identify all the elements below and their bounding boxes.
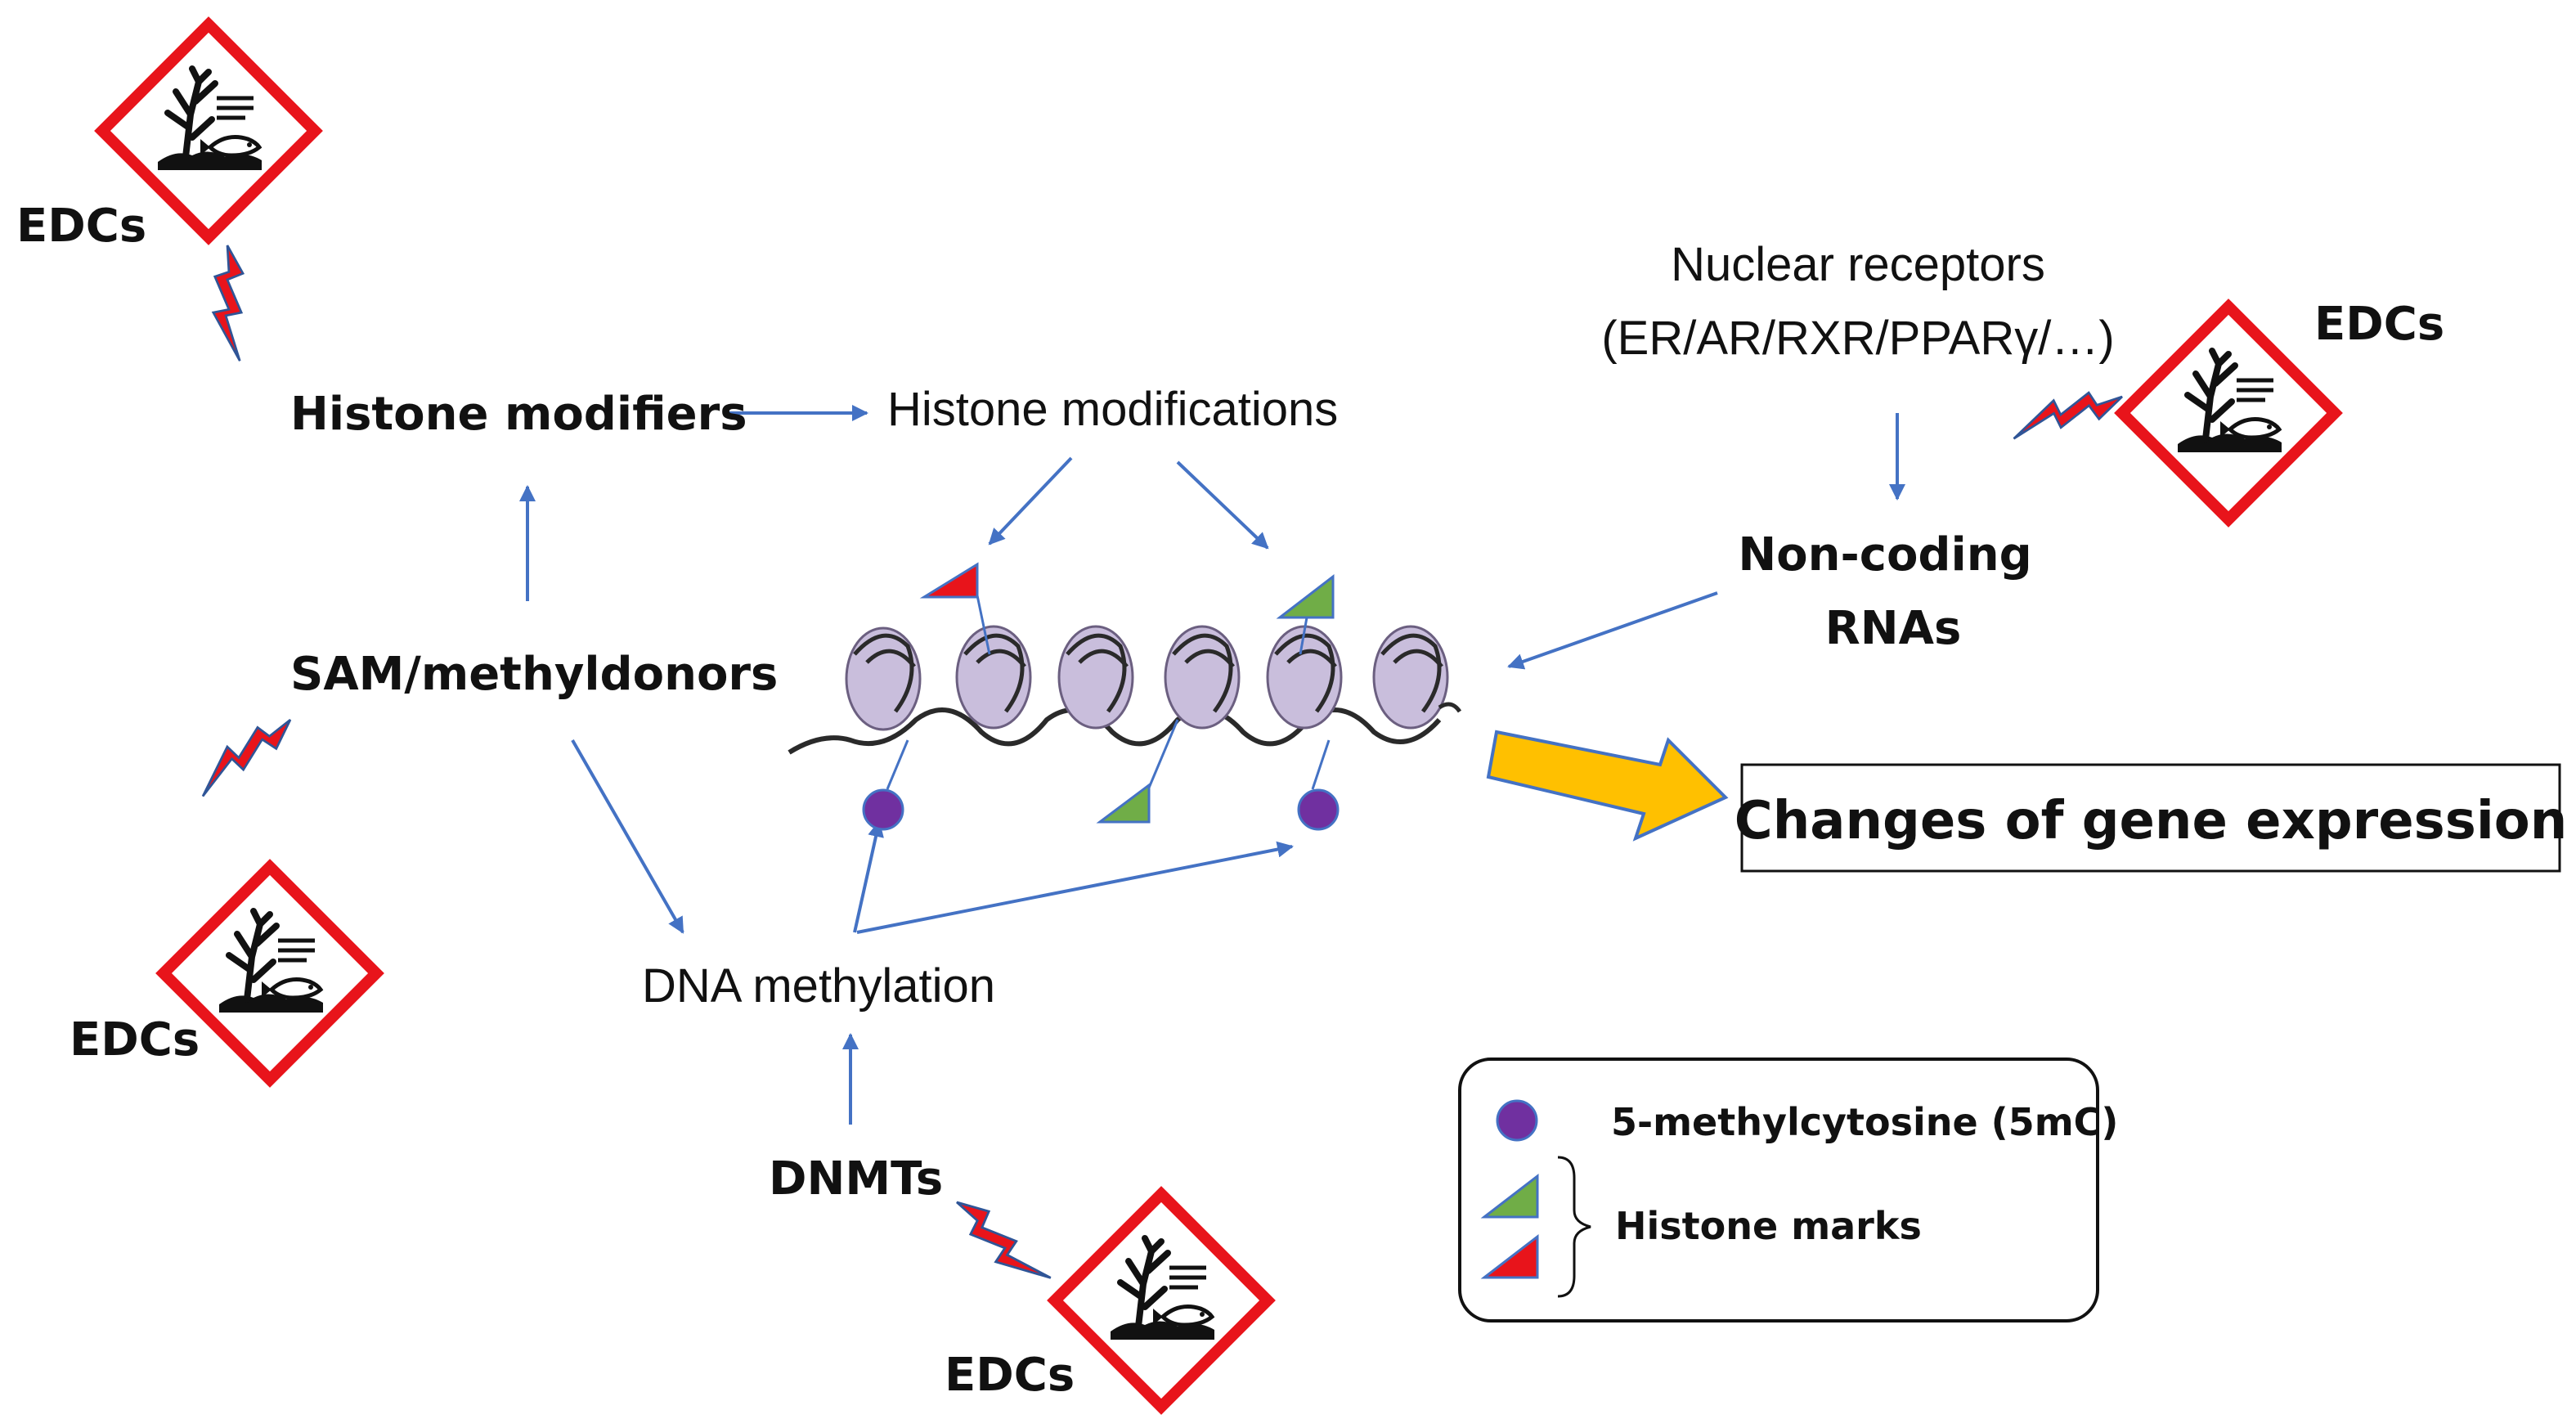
legend-green-mark [1480, 1173, 1539, 1219]
legend-methylcytosine-label: 5-methylcytosine (5mC) [1611, 1100, 2118, 1144]
methylcytosine-dot-left [862, 788, 904, 831]
outcome-box [1740, 763, 2561, 873]
arrow-noncoding-to-chromatin [1507, 591, 1718, 670]
legend-red-mark [1480, 1233, 1539, 1279]
lightning-bolt-icon [955, 1201, 1052, 1279]
legend-histone-marks-label: Histone marks [1615, 1204, 1922, 1248]
arrow-dna-methylation-to-5mc-right [856, 841, 1294, 934]
histone-modifiers-label: Histone modifiers [290, 388, 747, 441]
edc-hazard-right: EDCs [2013, 298, 2444, 519]
edc-hazard-top-left: EDCs [16, 25, 315, 362]
histone-modifications-label: Histone modifications [887, 383, 1338, 436]
environmental-hazard-icon [1055, 1194, 1268, 1407]
lightning-bolt-icon [174, 244, 293, 362]
dnmts-label: DNMTs [769, 1152, 943, 1206]
lightning-bolt-icon [201, 706, 292, 811]
edc-label-left-middle: EDCs [70, 1013, 200, 1067]
edc-label-bottom: EDCs [945, 1349, 1075, 1402]
legend-brace [1557, 1156, 1591, 1298]
dna-methylation-label: DNA methylation [642, 959, 995, 1013]
red-histone-mark [919, 562, 979, 599]
relationship-arrows [519, 405, 1905, 1125]
nuclear-receptors-label: Nuclear receptors [1671, 238, 2045, 291]
outcome-label: Changes of gene expression [1735, 791, 2568, 851]
noncoding-label-line1: Non-coding [1738, 528, 2031, 582]
gene-expression-arrow [1486, 730, 1729, 842]
arrow-dna-methylation-to-5mc-left [853, 820, 884, 933]
edc-hazard-left-middle: EDCs [70, 706, 376, 1080]
lightning-bolt-icon [2013, 359, 2124, 477]
nuclear-receptors-list: (ER/AR/RXR/PPARγ/…) [1601, 312, 2114, 365]
noncoding-label-line2: RNAs [1825, 602, 1962, 655]
environmental-hazard-icon [2122, 307, 2335, 519]
legend-box: 5-methylcytosine (5mC) Histone marks [1458, 1058, 2118, 1322]
arrow-sam-to-dna-methylation [571, 739, 684, 934]
methylcytosine-dot-right [1297, 788, 1340, 831]
edc-hazard-bottom: EDCs [945, 1194, 1268, 1407]
green-histone-mark-lower [1096, 783, 1151, 824]
legend-methyl-dot [1496, 1099, 1538, 1142]
nucleosome-chromatin-icon [788, 562, 1462, 831]
edc-label-right: EDCs [2314, 298, 2444, 351]
green-histone-mark [1276, 573, 1335, 619]
arrow-modifications-to-red-mark [988, 456, 1073, 546]
sam-methyldonors-label: SAM/methyldonors [290, 648, 778, 701]
arrow-modifications-to-green-mark [1176, 460, 1269, 550]
edc-label-top-left: EDCs [16, 200, 146, 253]
